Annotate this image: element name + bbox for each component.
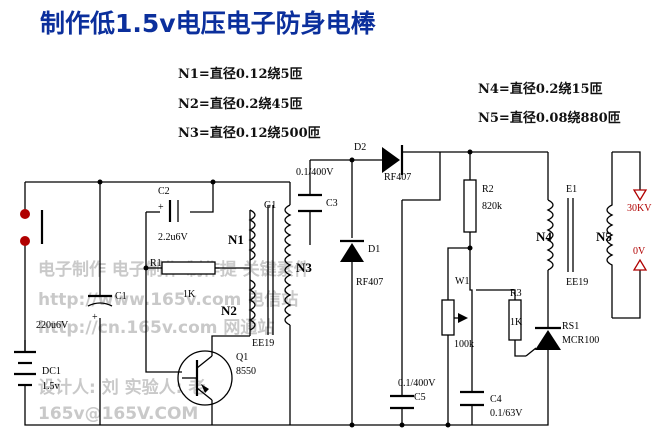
output-30kv-label: 30KV bbox=[627, 203, 652, 214]
junction-dots bbox=[97, 149, 473, 428]
output-0v-label: 0V bbox=[633, 246, 646, 257]
spec-n3: N3=直径0.12绕500匝 bbox=[178, 126, 321, 141]
rs1-label: RS1 bbox=[562, 321, 579, 332]
transformer-e1: E1 N4 N5 EE19 bbox=[536, 152, 614, 318]
capacitor-c4: C4 0.1/63V bbox=[460, 390, 523, 419]
d1-label: D1 bbox=[368, 244, 380, 255]
watermark-line-4: 设计人: 刘 实验人: 老 bbox=[38, 377, 205, 398]
r3-value: 1K bbox=[510, 317, 523, 328]
c1-label: C1 bbox=[115, 291, 127, 302]
spec-n2: N2=直径0.2绕45匝 bbox=[178, 97, 303, 112]
c5-value: 0.1/400V bbox=[398, 378, 436, 389]
capacitor-c2: + C2 2.2u6V bbox=[158, 186, 189, 243]
w1-label: W1 bbox=[455, 276, 469, 287]
watermark: 电子制作 电子制作 制作提 关键素件 http://www.165v.com 电… bbox=[38, 259, 311, 424]
spec-n5: N5=直径0.08绕880匝 bbox=[478, 111, 621, 126]
dc1-label: DC1 bbox=[42, 366, 61, 377]
switch bbox=[20, 209, 44, 246]
battery-dc1: DC1 1.5v bbox=[14, 340, 61, 398]
resistor-r2: R2 820k bbox=[463, 179, 502, 233]
c3-label: C3 bbox=[326, 198, 338, 209]
d1-value: RF407 bbox=[356, 277, 383, 288]
c4-value: 0.1/63V bbox=[490, 408, 523, 419]
w1-value: 100k bbox=[454, 339, 474, 350]
watermark-line-2: http://www.165v.com 电信站 bbox=[38, 289, 298, 310]
r1-value: 1K bbox=[183, 289, 196, 300]
n5-label: N5 bbox=[596, 229, 612, 244]
resistor-r1: R1 1K bbox=[150, 258, 216, 300]
c1-plus-sign: + bbox=[92, 312, 98, 323]
spec-n1: N1=直径0.12绕5匝 bbox=[178, 67, 303, 82]
scr-rs1: RS1 MCR100 bbox=[525, 321, 599, 357]
capacitor-c3: 0.1/400V C3 bbox=[296, 167, 338, 213]
r1-label: R1 bbox=[150, 258, 162, 269]
r2-value: 820k bbox=[482, 201, 502, 212]
n3-label: N3 bbox=[296, 260, 312, 275]
potentiometer-w1: W1 100k bbox=[441, 276, 474, 350]
c2-plus-sign: + bbox=[158, 202, 164, 213]
page-title: 制作低1.5v电压电子防身电棒 bbox=[40, 9, 376, 38]
dc1-value: 1.5v bbox=[42, 381, 60, 392]
q1-label: Q1 bbox=[236, 352, 248, 363]
c1-value: 220u6V bbox=[36, 320, 69, 331]
c5-label: C5 bbox=[414, 392, 426, 403]
diode-d2: D2 RF407 bbox=[354, 142, 411, 183]
e1-label: E1 bbox=[566, 184, 577, 195]
g1-label: G1 bbox=[264, 200, 276, 211]
n1-label: N1 bbox=[228, 232, 244, 247]
c2-label: C2 bbox=[158, 186, 170, 197]
d2-value: RF407 bbox=[384, 172, 411, 183]
c2-value: 2.2u6V bbox=[158, 232, 189, 243]
r2-label: R2 bbox=[482, 184, 494, 195]
transistor-q1: Q1 8550 bbox=[177, 350, 256, 406]
n4-label: N4 bbox=[536, 229, 552, 244]
capacitor-c1: + C1 220u6V bbox=[36, 291, 127, 331]
output-terminals: 30KV 0V bbox=[627, 189, 652, 271]
diode-d1: D1 RF407 bbox=[340, 239, 383, 288]
rs1-value: MCR100 bbox=[562, 335, 599, 346]
c4-label: C4 bbox=[490, 394, 502, 405]
q1-value: 8550 bbox=[236, 366, 256, 377]
c3-value: 0.1/400V bbox=[296, 167, 334, 178]
r3-label: R3 bbox=[510, 288, 522, 299]
watermark-line-5: 165v@165V.COM bbox=[38, 404, 198, 424]
n2-label: N2 bbox=[221, 303, 237, 318]
transformer-g1: G1 N1 N2 N3 EE19 bbox=[221, 200, 312, 349]
ee19-left-label: EE19 bbox=[252, 338, 274, 349]
resistor-r3: R3 1K bbox=[508, 288, 523, 341]
ee19-right-label: EE19 bbox=[566, 277, 588, 288]
d2-label: D2 bbox=[354, 142, 366, 153]
spec-n4: N4=直径0.2绕15匝 bbox=[478, 82, 603, 97]
capacitor-c5: 0.1/400V C5 bbox=[390, 378, 436, 410]
wires bbox=[24, 151, 641, 426]
watermark-line-3: http://cn.165v.com 网通站 bbox=[38, 317, 274, 338]
